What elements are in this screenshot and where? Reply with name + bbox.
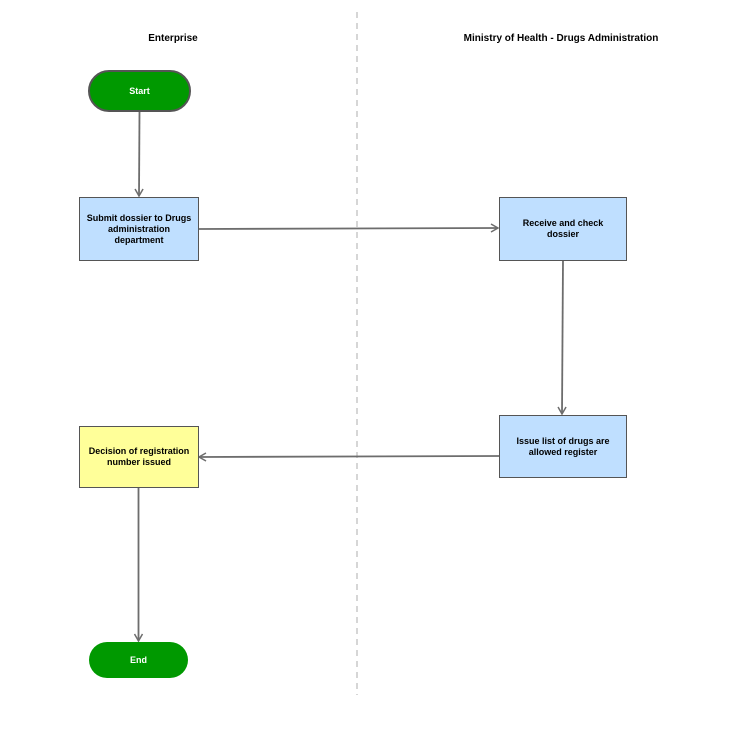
edge-receive-issue bbox=[557, 259, 567, 416]
edge-start-submit bbox=[134, 111, 144, 198]
start-node[interactable]: Start bbox=[88, 70, 191, 112]
issue-list-node[interactable]: Issue list of drugs are allowed register bbox=[499, 415, 627, 478]
lane-label-ministry: Ministry of Health - Drugs Administratio… bbox=[463, 33, 659, 44]
receive-check-node[interactable]: Receive and check dossier bbox=[499, 197, 627, 261]
edge-issue-decision bbox=[197, 452, 500, 462]
end-node[interactable]: End bbox=[89, 642, 188, 678]
edge-submit-receive bbox=[198, 223, 500, 233]
submit-dossier-node[interactable]: Submit dossier to Drugs administration d… bbox=[79, 197, 199, 261]
decision-node[interactable]: Decision of registration number issued bbox=[79, 426, 199, 488]
lane-label-enterprise: Enterprise bbox=[148, 33, 198, 44]
